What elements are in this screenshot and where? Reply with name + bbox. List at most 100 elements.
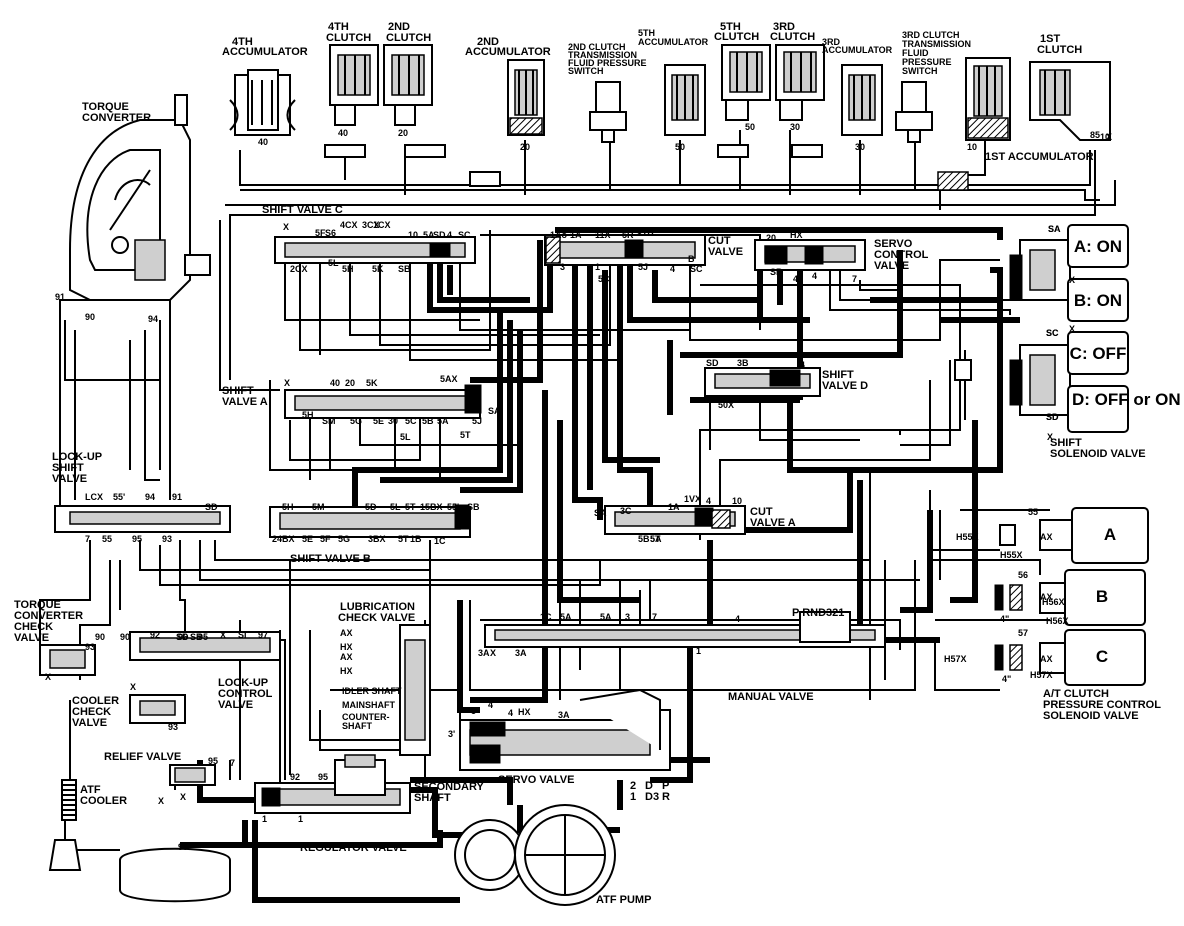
svg-text:CONVERTER: CONVERTER	[82, 112, 151, 124]
shift-valve-c-body	[274, 236, 476, 264]
pressure-switch-2nd	[589, 81, 627, 143]
svg-text:CLUTCH: CLUTCH	[1037, 44, 1082, 56]
port-label: X	[180, 792, 186, 802]
svg-text:IDLER SHAFT: IDLER SHAFT	[342, 686, 402, 696]
svg-text:4TH: 4TH	[328, 21, 349, 33]
pressure-solenoid-b: B	[994, 569, 1146, 626]
port-label: 3A	[478, 648, 490, 658]
port-label: 4CX	[340, 220, 358, 230]
port-label: 4'	[793, 274, 800, 284]
port-label: 5D	[365, 502, 377, 512]
svg-text:VALVE A: VALVE A	[750, 517, 796, 529]
port-label: 5C	[742, 394, 754, 404]
port-label: 5J	[638, 262, 648, 272]
port-label: HX	[518, 707, 531, 717]
port-label: 5H	[282, 502, 294, 512]
port-label: 94	[145, 492, 155, 502]
port-label: SI	[238, 630, 247, 640]
port-label: 1B	[410, 534, 422, 544]
manual-valve-body	[484, 611, 886, 648]
port-label: 5TX	[637, 226, 654, 236]
svg-text:VALVE: VALVE	[708, 246, 743, 258]
port-label: 5C	[598, 274, 610, 284]
shift-valve-b-body	[269, 504, 471, 538]
svg-text:3RD CLUTCH: 3RD CLUTCH	[902, 30, 960, 40]
svg-text:VALVE D: VALVE D	[822, 380, 868, 392]
port-label: 40	[258, 137, 268, 147]
shift-valve-d-body	[704, 367, 821, 397]
port-label: 4	[508, 708, 513, 718]
port-label: 10	[732, 496, 742, 506]
port-label: 55'	[447, 502, 459, 512]
port-label: 15BX	[420, 502, 443, 512]
port-label: 40	[338, 128, 348, 138]
port-label: SD	[176, 632, 189, 642]
lubrication-check-valve-body	[399, 624, 431, 756]
svg-text:1ST: 1ST	[1040, 33, 1060, 45]
port-label: 3	[560, 262, 565, 272]
port-label: SC	[1046, 328, 1059, 338]
atf-cooler-element	[61, 779, 77, 821]
port-label: 5C	[405, 416, 417, 426]
port-label: 4	[735, 614, 740, 624]
port-label: SC	[458, 230, 471, 240]
shift-solenoid-bodies	[954, 239, 1071, 416]
port-label: 4	[670, 264, 675, 274]
port-label: 20	[345, 378, 355, 388]
port-label: 5R	[622, 230, 634, 240]
port-label: 95	[318, 772, 328, 782]
port-label: 50	[745, 122, 755, 132]
port-label: AX	[340, 652, 353, 662]
svg-text:LOCK-UP: LOCK-UP	[218, 677, 268, 689]
port-label: 1	[262, 814, 267, 824]
lockup-shift-valve-body	[54, 505, 231, 533]
port-label: X	[130, 682, 136, 692]
port-label: 7	[652, 612, 657, 622]
port-label: AX	[1040, 654, 1053, 664]
clutch-1st	[1029, 61, 1111, 141]
port-label: 1	[1010, 257, 1015, 267]
port-label: 92	[150, 630, 160, 640]
port-label: 5A	[423, 230, 435, 240]
port-label: 5F	[320, 534, 331, 544]
port-label: 93	[168, 722, 178, 732]
port-label: SD	[205, 502, 218, 512]
svg-text:4TH: 4TH	[232, 36, 253, 48]
port-label: 30	[855, 142, 865, 152]
port-label: 30	[388, 416, 398, 426]
accumulator-5th	[664, 64, 706, 136]
cut-valve-body	[544, 234, 706, 266]
svg-text:SWITCH: SWITCH	[902, 66, 938, 76]
svg-text:2ND CLUTCH: 2ND CLUTCH	[568, 42, 626, 52]
svg-text:CHECK VALVE: CHECK VALVE	[338, 612, 415, 624]
port-label: X	[1047, 432, 1053, 442]
port-label: 1C	[540, 612, 552, 622]
svg-text:SHIFT: SHIFT	[222, 385, 254, 397]
port-label: AX	[1040, 592, 1053, 602]
port-label: 4	[800, 360, 805, 370]
svg-text:CONVERTER: CONVERTER	[14, 610, 83, 622]
svg-text:ACCUMULATOR: ACCUMULATOR	[638, 37, 709, 47]
svg-text:VALVE: VALVE	[14, 632, 49, 644]
port-label: 3B	[737, 358, 749, 368]
port-label: AX	[340, 628, 353, 638]
port-label: 3C	[620, 506, 632, 516]
shift-valve-a-body	[284, 384, 482, 419]
solenoid-status-b: B: ON	[1067, 278, 1129, 322]
port-label: SA	[1048, 224, 1061, 234]
port-label: 4	[488, 700, 493, 710]
svg-text:A: A	[1104, 525, 1116, 544]
svg-text:ATF PUMP: ATF PUMP	[596, 894, 651, 906]
port-label: 1A	[570, 230, 582, 240]
pressure-solenoid-c: C	[994, 629, 1146, 686]
port-label: 5H	[342, 264, 354, 274]
svg-text:SHAFT: SHAFT	[414, 792, 451, 804]
port-label: X	[45, 672, 51, 682]
port-label: X	[1106, 132, 1112, 142]
port-label: SM	[322, 416, 336, 426]
port-label: 4"	[1002, 674, 1011, 684]
clutch-5th	[717, 44, 771, 158]
port-label: 5G	[338, 534, 350, 544]
port-label: SB	[770, 267, 783, 277]
